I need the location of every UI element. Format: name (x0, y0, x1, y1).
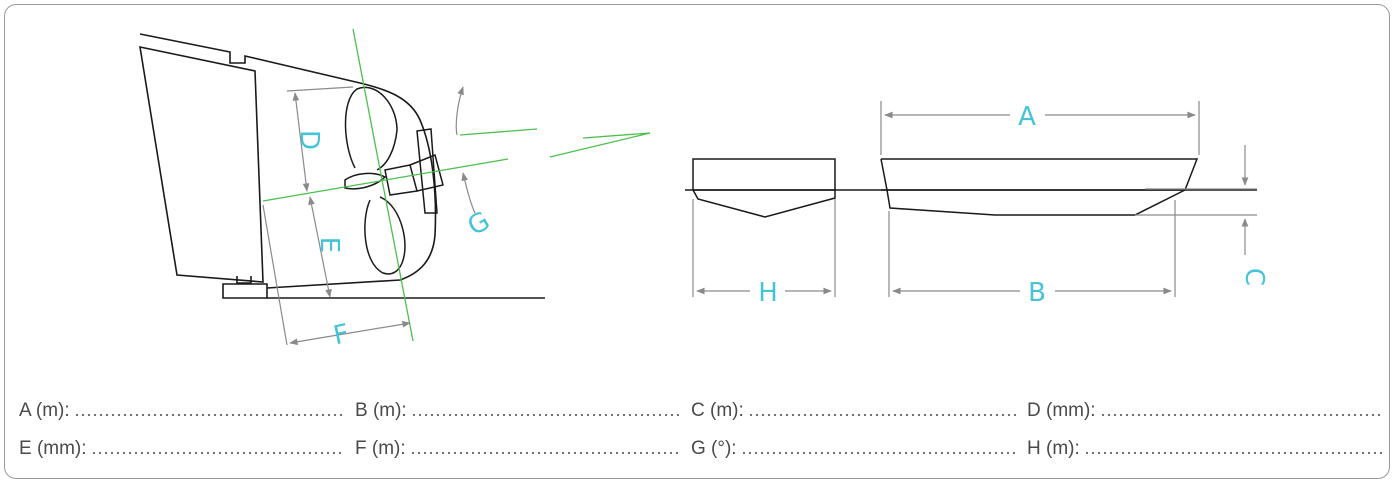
field-h-blank[interactable] (1083, 451, 1383, 455)
field-a-label: A (m): (19, 400, 70, 421)
stern-hull-outline (139, 33, 545, 299)
dimension-label-c: C (1239, 268, 1269, 286)
measurement-fields: A (m): B (m): C (m): D (mm): E (mm): (19, 392, 1389, 468)
dimension-labels: A B C D E F G H (294, 102, 1269, 351)
dimension-label-b: B (1028, 278, 1046, 308)
field-h[interactable]: H (m): (1027, 438, 1385, 460)
field-a-blank[interactable] (73, 413, 345, 417)
field-h-label: H (m): (1027, 438, 1080, 459)
dimension-label-g: G (463, 206, 495, 242)
form-frame: A B C D E F G H A (m): B (m): C (m): (4, 4, 1390, 479)
dimension-label-a: A (1018, 102, 1036, 132)
dimension-label-e: E (314, 237, 344, 253)
field-g-label: G (°): (691, 438, 737, 459)
dimension-label-f: F (331, 319, 352, 351)
field-d[interactable]: D (mm): (1027, 400, 1385, 422)
field-f-blank[interactable] (409, 451, 681, 455)
field-c-label: C (m): (691, 400, 744, 421)
field-f-label: F (m): (355, 438, 406, 459)
field-e-label: E (mm): (19, 438, 87, 459)
field-b-label: B (m): (355, 400, 407, 421)
field-f[interactable]: F (m): (355, 438, 691, 460)
measurement-row: E (mm): F (m): G (°): H (m): (19, 430, 1389, 468)
field-g-blank[interactable] (740, 451, 1017, 455)
propeller (344, 86, 444, 275)
field-g[interactable]: G (°): (691, 438, 1027, 460)
measurement-row: A (m): B (m): C (m): D (mm): (19, 392, 1389, 430)
right-dimension-guides (692, 101, 1257, 297)
dimension-label-h: H (758, 278, 778, 308)
propeller-axis-lines (262, 28, 651, 342)
dimension-label-d: D (294, 130, 324, 150)
field-a[interactable]: A (m): (19, 400, 355, 422)
field-d-label: D (mm): (1027, 400, 1096, 421)
field-d-blank[interactable] (1099, 413, 1383, 417)
field-e-blank[interactable] (90, 451, 345, 455)
field-c-blank[interactable] (747, 413, 1017, 417)
field-b[interactable]: B (m): (355, 400, 691, 422)
hull-profile (880, 158, 1199, 216)
field-b-blank[interactable] (410, 413, 681, 417)
propeller-boat-diagram: A B C D E F G H (139, 28, 1269, 351)
field-c[interactable]: C (m): (691, 400, 1027, 422)
hull-cross-section (692, 158, 836, 218)
field-e[interactable]: E (mm): (19, 438, 355, 460)
left-dimension-guides (262, 86, 476, 346)
